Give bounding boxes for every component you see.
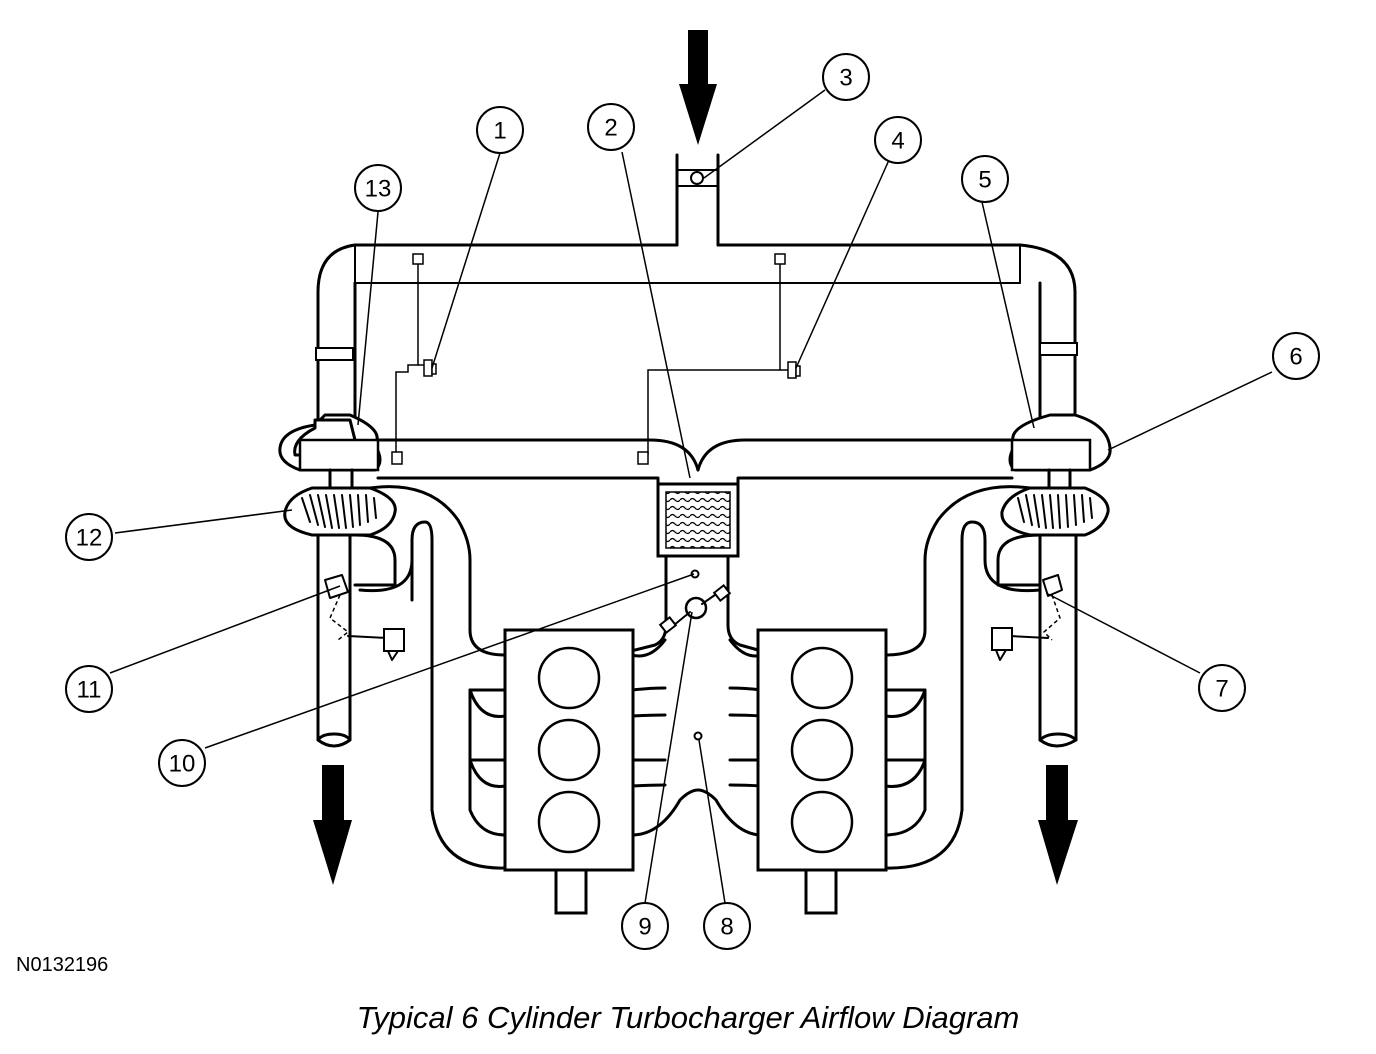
svg-text:4: 4	[891, 128, 904, 155]
left-exhaust-downpipe	[316, 533, 352, 748]
inlet-neck	[675, 153, 720, 247]
left-cylinder-bank	[503, 628, 635, 915]
inlet-airflow-arrow	[679, 30, 717, 145]
right-exhaust-manifold	[883, 485, 1042, 870]
callout-leader-lines	[109, 89, 1273, 904]
upper-intake-tube	[315, 243, 1078, 422]
callout-11: 11	[65, 665, 113, 713]
right-turbine-housing	[1000, 486, 1110, 537]
callout-13: 13	[354, 164, 402, 212]
right-compressor-housing	[1008, 413, 1112, 472]
svg-text:13: 13	[365, 176, 392, 203]
right-exhaust-arrow	[1038, 765, 1078, 885]
callout-12: 12	[65, 513, 113, 561]
left-exhaust-arrow	[313, 765, 352, 885]
diagram-caption: Typical 6 Cylinder Turbocharger Airflow …	[356, 1000, 1020, 1035]
svg-text:12: 12	[76, 525, 103, 552]
callout-3: 3	[822, 53, 870, 101]
left-wastegate	[324, 574, 405, 661]
callout-8: 8	[703, 902, 751, 950]
callout-6: 6	[1272, 332, 1320, 380]
svg-text:9: 9	[638, 914, 651, 941]
callout-2: 2	[587, 103, 635, 151]
callout-4: 4	[874, 116, 922, 164]
intake-runners	[630, 638, 764, 837]
svg-text:8: 8	[720, 914, 733, 941]
svg-text:7: 7	[1215, 676, 1228, 703]
left-exhaust-manifold	[353, 485, 507, 870]
figure-id: N0132196	[16, 954, 109, 976]
callout-10: 10	[158, 739, 206, 787]
vacuum-lines	[391, 253, 801, 465]
svg-text:11: 11	[77, 677, 102, 704]
svg-text:2: 2	[604, 115, 617, 142]
right-exhaust-downpipe	[1038, 533, 1078, 748]
throttle-body	[633, 554, 760, 652]
left-turbine-housing	[283, 486, 397, 537]
charge-air-pipes	[376, 438, 1014, 486]
charge-air-cooler	[656, 482, 740, 558]
right-wastegate	[991, 574, 1063, 661]
svg-text:1: 1	[493, 118, 506, 145]
right-cylinder-bank	[756, 628, 888, 915]
svg-text:5: 5	[978, 167, 991, 194]
svg-text:10: 10	[169, 751, 196, 778]
svg-text:6: 6	[1289, 344, 1302, 371]
callout-5: 5	[961, 155, 1009, 203]
svg-text:3: 3	[839, 65, 852, 92]
callout-7: 7	[1198, 664, 1246, 712]
left-compressor-housing	[278, 413, 382, 472]
callout-1: 1	[476, 106, 524, 154]
callout-9: 9	[621, 902, 669, 950]
